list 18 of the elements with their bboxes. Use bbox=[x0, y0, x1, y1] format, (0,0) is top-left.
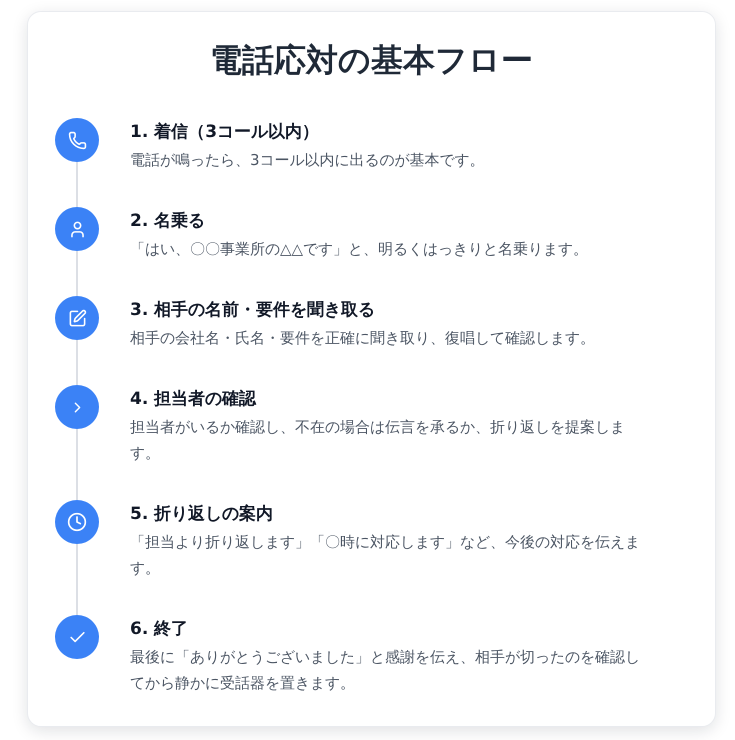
step-title: 6. 終了 bbox=[130, 618, 188, 640]
step-title: 3. 相手の名前・要件を聞き取る bbox=[130, 299, 376, 321]
timeline-line bbox=[76, 162, 78, 207]
step-title: 2. 名乗る bbox=[130, 210, 206, 232]
diagram-title: 電話応対の基本フロー bbox=[210, 40, 533, 80]
step-description: 「はい、〇〇事業所の△△です」と、明るくはっきりと名乗ります。 bbox=[130, 239, 588, 260]
timeline-line bbox=[76, 544, 78, 615]
step-description: 電話が鳴ったら、3コール以内に出るのが基本です。 bbox=[130, 150, 485, 171]
step-title: 5. 折り返しの案内 bbox=[130, 503, 274, 525]
step-title: 1. 着信（3コール以内） bbox=[130, 121, 320, 143]
step-description: 最後に「ありがとうございました」と感謝を伝え、相手が切ったのを確認してから静かに受話器を置きます。 bbox=[130, 647, 641, 694]
step-title: 4. 担当者の確認 bbox=[130, 388, 256, 410]
step-description: 相手の会社名・氏名・要件を正確に聞き取り、復唱して確認します。 bbox=[130, 328, 595, 349]
step-description: 担当者がいるか確認し、不在の場合は伝言を承るか、折り返しを提案します。 bbox=[130, 417, 626, 464]
timeline-line bbox=[76, 251, 78, 296]
step-description: 「担当より折り返します」「〇時に対応します」など、今後の対応を伝えます。 bbox=[130, 532, 641, 579]
timeline-line bbox=[76, 429, 78, 500]
timeline-line bbox=[76, 340, 78, 385]
